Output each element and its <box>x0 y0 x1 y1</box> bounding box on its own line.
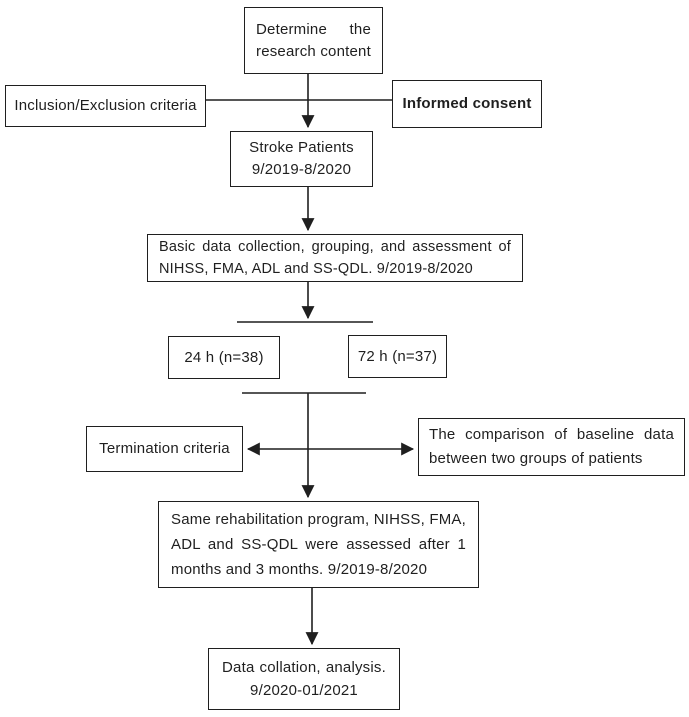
node-text-line: Informed consent <box>402 95 532 112</box>
node-text-line: Inclusion/Exclusion criteria <box>14 97 197 114</box>
node-group-72h: 72 h (n=37) <box>348 335 447 378</box>
node-text-line: Same rehabilitation program, NIHSS, FMA, <box>171 511 466 528</box>
node-text-line: 72 h (n=37) <box>357 347 438 365</box>
node-text-line: Stroke Patients <box>249 139 354 156</box>
node-text-line: Data collation, analysis. <box>222 659 386 676</box>
node-stroke-patients: Stroke Patients 9/2019-8/2020 <box>230 131 373 187</box>
node-informed-consent: Informed consent <box>392 80 542 128</box>
node-termination-criteria: Termination criteria <box>86 426 243 472</box>
node-data-collation-analysis: Data collation, analysis. 9/2020-01/2021 <box>208 648 400 710</box>
node-baseline-comparison: The comparison of baseline data between … <box>418 418 685 476</box>
node-text-line: Termination criteria <box>99 440 230 457</box>
node-text-line: ADL and SS-QDL were assessed after 1 <box>171 536 466 553</box>
node-text-line: 9/2020-01/2021 <box>250 682 358 699</box>
node-rehabilitation-program: Same rehabilitation program, NIHSS, FMA,… <box>158 501 479 588</box>
node-inclusion-exclusion-criteria: Inclusion/Exclusion criteria <box>5 85 206 127</box>
node-text-line: research content <box>256 42 371 60</box>
node-group-24h: 24 h (n=38) <box>168 336 280 379</box>
node-determine-research-content: Determine the research content <box>244 7 383 74</box>
node-text-line: 24 h (n=38) <box>184 348 264 366</box>
node-text-line: NIHSS, FMA, ADL and SS-QDL. 9/2019-8/202… <box>159 261 473 277</box>
node-text-line: months and 3 months. 9/2019-8/2020 <box>171 561 428 578</box>
node-text-line: 9/2019-8/2020 <box>251 161 352 178</box>
node-text-line: Determine the <box>256 20 371 38</box>
node-text-line: The comparison of baseline data <box>429 426 674 443</box>
node-text-line: between two groups of patients <box>429 450 643 467</box>
node-basic-data-collection: Basic data collection, grouping, and ass… <box>147 234 523 282</box>
node-text-line: Basic data collection, grouping, and ass… <box>159 239 511 255</box>
